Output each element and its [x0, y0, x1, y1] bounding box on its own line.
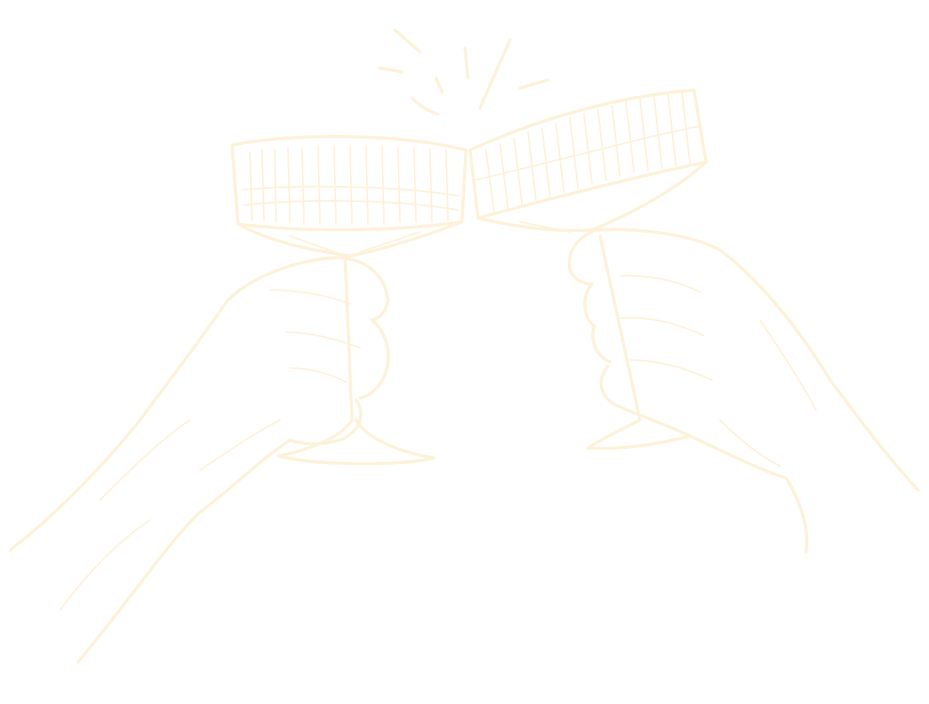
sparkle-burst [378, 28, 550, 116]
right-glass [468, 88, 708, 450]
right-hand [567, 228, 920, 554]
left-hand [8, 256, 390, 664]
left-glass [230, 134, 468, 466]
